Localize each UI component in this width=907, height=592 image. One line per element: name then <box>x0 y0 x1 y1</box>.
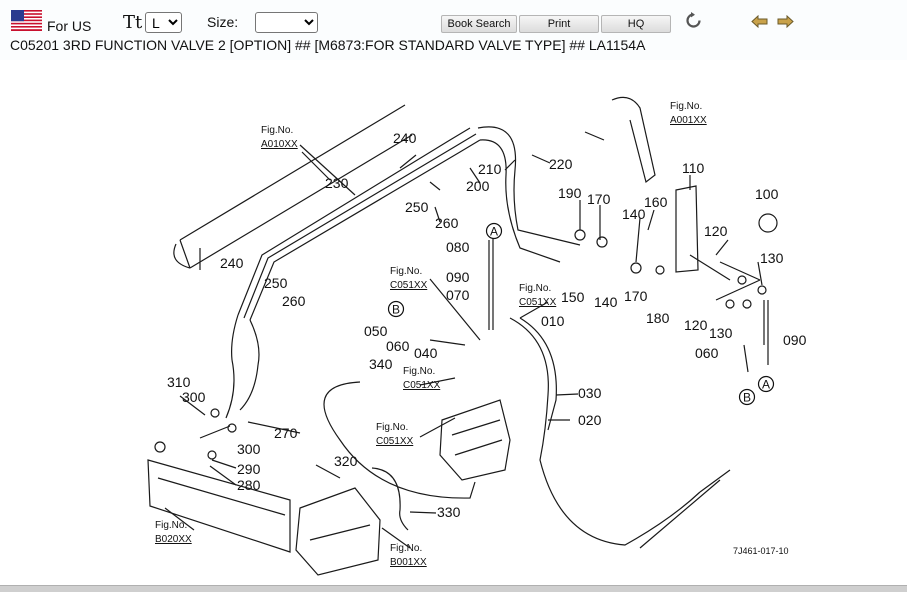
parts-diagram: Fig.No. A010XX Fig.No. A001XX Fig.No. C0… <box>147 96 807 576</box>
fig-ref-label[interactable]: Fig.No. <box>403 366 435 377</box>
part-number[interactable]: 340 <box>369 356 393 372</box>
part-number[interactable]: 180 <box>646 310 670 326</box>
fig-ref-code[interactable]: C051XX <box>519 297 557 308</box>
page-title: C05201 3RD FUNCTION VALVE 2 [OPTION] ## … <box>10 37 646 53</box>
part-number[interactable]: 200 <box>466 178 490 194</box>
part-number[interactable]: 130 <box>760 250 784 266</box>
part-number[interactable]: 160 <box>644 194 668 210</box>
part-number[interactable]: 140 <box>594 294 618 310</box>
fig-ref-label[interactable]: Fig.No. <box>261 125 293 136</box>
part-number[interactable]: 120 <box>704 223 728 239</box>
fig-ref-label[interactable]: Fig.No. <box>155 520 187 531</box>
part-number[interactable]: 260 <box>282 293 306 309</box>
part-number[interactable]: 010 <box>541 313 565 329</box>
part-number[interactable]: 240 <box>220 255 244 271</box>
part-number[interactable]: 030 <box>578 385 602 401</box>
diagram-linework <box>147 96 778 576</box>
part-number[interactable]: 150 <box>561 289 585 305</box>
part-number[interactable]: 170 <box>624 288 648 304</box>
part-number[interactable]: 280 <box>237 477 261 493</box>
horizontal-scrollbar[interactable] <box>0 585 907 592</box>
region-label: For US <box>47 18 92 34</box>
font-size-icon: Tt <box>123 12 143 33</box>
part-number[interactable]: 140 <box>622 206 646 222</box>
part-number[interactable]: 250 <box>405 199 429 215</box>
arrow-left-icon[interactable] <box>751 15 768 28</box>
part-numbers: 240 230 210 220 200 250 260 190 170 160 … <box>167 130 807 520</box>
part-number[interactable]: 060 <box>386 338 410 354</box>
circle-ref-marker <box>738 388 756 406</box>
part-number[interactable]: 190 <box>558 185 582 201</box>
fig-ref-code[interactable]: C051XX <box>376 436 414 447</box>
fig-ref-code[interactable]: A001XX <box>670 115 707 126</box>
fig-ref-label[interactable]: Fig.No. <box>390 543 422 554</box>
fig-ref-code[interactable]: C051XX <box>403 380 441 391</box>
part-number[interactable]: 170 <box>587 191 611 207</box>
circled-refs: A B A B <box>387 222 775 406</box>
part-number[interactable]: 210 <box>478 161 502 177</box>
part-number[interactable]: 130 <box>709 325 733 341</box>
part-number[interactable]: 320 <box>334 453 358 469</box>
part-number[interactable]: 050 <box>364 323 388 339</box>
circle-ref-letter[interactable]: B <box>392 303 400 317</box>
fig-ref-code[interactable]: B020XX <box>155 534 192 545</box>
drawing-code: 7J461-017-10 <box>733 546 789 556</box>
toolbar: For US Tt L Size: Book Search Print HQ C… <box>0 0 907 60</box>
part-number[interactable]: 120 <box>684 317 708 333</box>
fig-ref-label[interactable]: Fig.No. <box>376 422 408 433</box>
circle-ref-marker <box>485 222 503 240</box>
circle-ref-marker <box>757 375 775 393</box>
fig-ref-label[interactable]: Fig.No. <box>670 101 702 112</box>
circle-ref-letter[interactable]: A <box>762 378 770 392</box>
part-number[interactable]: 260 <box>435 215 459 231</box>
part-number[interactable]: 250 <box>264 275 288 291</box>
part-number[interactable]: 020 <box>578 412 602 428</box>
part-number[interactable]: 330 <box>437 504 461 520</box>
circle-ref-letter[interactable]: B <box>743 391 751 405</box>
part-number[interactable]: 090 <box>446 269 470 285</box>
us-flag-icon <box>11 10 42 31</box>
circle-ref-letter[interactable]: A <box>490 225 498 239</box>
part-number[interactable]: 090 <box>783 332 807 348</box>
part-number[interactable]: 040 <box>414 345 438 361</box>
part-number[interactable]: 060 <box>695 345 719 361</box>
figure-references: Fig.No. A010XX Fig.No. A001XX Fig.No. C0… <box>155 101 707 568</box>
part-number[interactable]: 300 <box>237 441 261 457</box>
hq-button[interactable]: HQ <box>601 15 671 33</box>
book-search-button[interactable]: Book Search <box>441 15 517 33</box>
part-number[interactable]: 290 <box>237 461 261 477</box>
fig-ref-code[interactable]: C051XX <box>390 280 428 291</box>
part-number[interactable]: 110 <box>682 160 705 176</box>
part-number[interactable]: 100 <box>755 186 779 202</box>
part-number[interactable]: 310 <box>167 374 191 390</box>
part-number[interactable]: 240 <box>393 130 417 146</box>
part-number[interactable]: 230 <box>325 175 349 191</box>
part-number[interactable]: 080 <box>446 239 470 255</box>
arrow-right-icon[interactable] <box>777 15 794 28</box>
print-button[interactable]: Print <box>519 15 599 33</box>
part-number[interactable]: 070 <box>446 287 470 303</box>
part-number[interactable]: 220 <box>549 156 573 172</box>
part-number[interactable]: 270 <box>274 425 298 441</box>
font-size-select[interactable]: L <box>145 12 182 33</box>
fig-ref-code[interactable]: B001XX <box>390 557 427 568</box>
fig-ref-label[interactable]: Fig.No. <box>390 266 422 277</box>
size-label: Size: <box>207 14 239 30</box>
part-number[interactable]: 300 <box>182 389 206 405</box>
fig-ref-label[interactable]: Fig.No. <box>519 283 551 294</box>
size-select[interactable] <box>255 12 318 33</box>
circle-ref-marker <box>387 300 405 318</box>
refresh-icon[interactable] <box>685 12 702 29</box>
fig-ref-code[interactable]: A010XX <box>261 139 298 150</box>
